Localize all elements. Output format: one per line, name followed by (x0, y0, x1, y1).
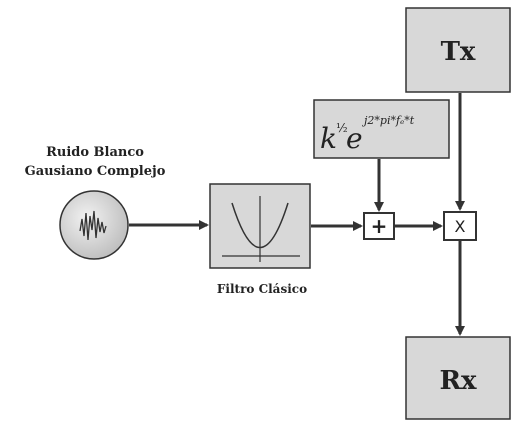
noise-source (59, 190, 129, 260)
doppler-e: e (346, 122, 363, 155)
filter-label: Filtro Clásico (217, 282, 307, 296)
rx-label: Rx (439, 366, 477, 396)
filter-response-icon (222, 196, 300, 262)
filter-block (209, 183, 311, 269)
adder-symbol: + (371, 214, 388, 238)
adder-block: + (363, 212, 395, 240)
doppler-k: k (320, 122, 337, 155)
noise-waveform-icon (79, 210, 107, 241)
noise-label-line1: Ruido Blanco (46, 145, 144, 160)
multiplier-symbol: X (455, 217, 466, 236)
doppler-exponent: j2*pi*fₑ*t (361, 114, 415, 127)
rx-block: Rx (405, 336, 511, 420)
multiplier-block: X (443, 211, 477, 241)
doppler-block: k ½ e j2*pi*fₑ*t (313, 99, 450, 159)
noise-label-line2: Gausiano Complejo (25, 164, 166, 179)
doppler-half: ½ (336, 121, 348, 135)
tx-block: Tx (405, 7, 511, 93)
tx-label: Tx (441, 37, 476, 67)
